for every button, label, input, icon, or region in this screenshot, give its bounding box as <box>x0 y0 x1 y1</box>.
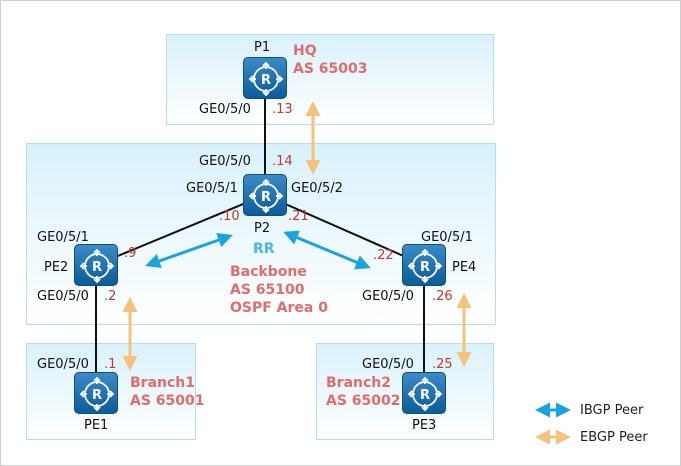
link-p2-pe4 <box>264 194 425 266</box>
router-pe1[interactable]: R <box>74 372 118 414</box>
router-pe1-name: PE1 <box>84 418 109 433</box>
backbone-zone <box>26 143 496 325</box>
router-icon: R <box>79 376 115 412</box>
pe4-ip-bottom: .26 <box>432 289 453 304</box>
pe2-ip-top: .9 <box>124 246 137 261</box>
pe4-interface-bottom: GE0/5/0 <box>362 289 414 304</box>
svg-text:R: R <box>261 73 271 88</box>
router-pe3-name: PE3 <box>412 418 437 433</box>
p1-ip: .13 <box>272 102 293 117</box>
branch1-zone-name: Branch1 <box>130 375 195 391</box>
router-icon: R <box>79 248 115 284</box>
p2-interface-top: GE0/5/0 <box>199 154 251 169</box>
hq-zone-name: HQ <box>293 43 317 59</box>
pe3-ip: .25 <box>432 357 453 372</box>
branch2-zone-as: AS 65002 <box>326 393 401 409</box>
p2-ip-top: .14 <box>272 154 293 169</box>
backbone-zone-as: AS 65100 <box>230 282 305 298</box>
pe3-interface: GE0/5/0 <box>362 357 414 372</box>
backbone-zone-name: Backbone <box>230 264 307 280</box>
router-p2[interactable]: R <box>243 174 287 216</box>
router-pe2[interactable]: R <box>74 244 118 286</box>
backbone-zone-area: OSPF Area 0 <box>230 300 328 316</box>
svg-text:R: R <box>261 190 271 205</box>
router-p1-name: P1 <box>254 40 271 55</box>
hq-zone-as: AS 65003 <box>293 61 368 77</box>
router-pe3[interactable]: R <box>402 372 446 414</box>
p2-interface-left: GE0/5/1 <box>186 181 238 196</box>
hq-zone <box>166 34 494 125</box>
svg-text:R: R <box>420 260 430 275</box>
router-pe4-name: PE4 <box>452 260 477 275</box>
p2-ip-right: .21 <box>288 209 309 224</box>
pe1-ip: .1 <box>104 357 117 372</box>
svg-text:R: R <box>420 388 430 403</box>
legend-ebgp-label: EBGP Peer <box>580 430 648 445</box>
router-p1[interactable]: R <box>243 57 287 99</box>
branch2-zone-name: Branch2 <box>326 375 391 391</box>
p2-ip-left: .10 <box>219 209 240 224</box>
link-p2-pe2 <box>95 194 266 266</box>
pe1-interface: GE0/5/0 <box>37 357 89 372</box>
ibgp-peer-p2-pe4 <box>283 230 371 270</box>
svg-text:R: R <box>92 388 102 403</box>
legend-ibgp-label: IBGP Peer <box>580 403 644 418</box>
ibgp-peer-p2-pe2 <box>145 232 233 269</box>
pe2-interface-top: GE0/5/1 <box>37 230 89 245</box>
svg-text:R: R <box>92 260 102 275</box>
pe4-ip-top: .22 <box>373 248 394 263</box>
router-icon: R <box>407 376 443 412</box>
p1-interface: GE0/5/0 <box>199 102 251 117</box>
pe4-interface-top: GE0/5/1 <box>421 230 473 245</box>
p2-interface-right: GE0/5/2 <box>291 181 343 196</box>
pe2-ip-bottom: .2 <box>104 289 117 304</box>
pe2-interface-bottom: GE0/5/0 <box>37 289 89 304</box>
router-pe2-name: PE2 <box>44 260 69 275</box>
route-reflector-label: RR <box>253 241 275 257</box>
router-icon: R <box>407 248 443 284</box>
branch1-zone-as: AS 65001 <box>130 393 205 409</box>
router-p2-name: P2 <box>254 221 271 236</box>
router-icon: R <box>248 178 284 214</box>
router-pe4[interactable]: R <box>402 244 446 286</box>
router-icon: R <box>248 61 284 97</box>
